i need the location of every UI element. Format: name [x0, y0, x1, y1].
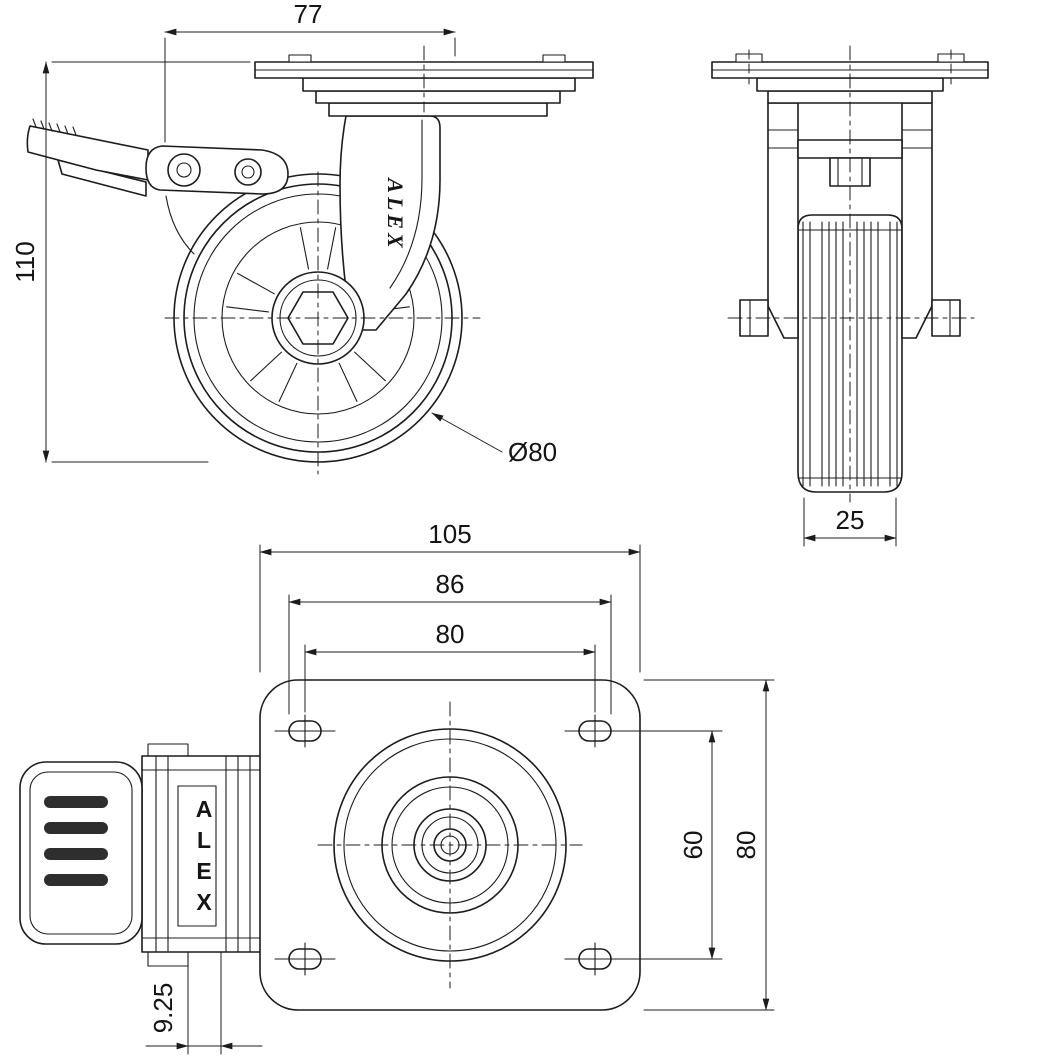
fork-leg-right — [901, 102, 933, 339]
dim-bolt-span-vertical-label: 60 — [678, 831, 708, 860]
fork-brand-label: ALEX — [383, 178, 408, 252]
bolt-slots — [274, 714, 626, 976]
wheel-tread-lines — [802, 221, 898, 487]
dim-plate-width: 80 — [643, 679, 775, 1011]
dim-plate-width-label: 80 — [731, 831, 761, 860]
dim-top-width: 77 — [164, 0, 456, 143]
dim-bolt-span-vertical: 60 — [613, 730, 723, 960]
brake-lever-assembly — [26, 118, 289, 255]
brake-spring — [165, 195, 195, 255]
plate-bolt-right — [542, 54, 566, 63]
side-centerlines — [164, 45, 481, 475]
dim-plate-length-label: 105 — [428, 519, 471, 549]
plate-centerlines — [317, 701, 583, 989]
dim-wheel-diameter: Ø80 — [431, 412, 557, 467]
dimensions: 77 110 Ø80 25 105 — [10, 0, 897, 1055]
dim-slot-span-label: 86 — [436, 569, 465, 599]
brake-lever — [26, 125, 149, 181]
pedal-grip-slots — [44, 796, 108, 886]
dim-pedal-offset-label: 9.25 — [148, 983, 178, 1034]
dim-bolt-span: 80 — [304, 619, 596, 713]
dim-wheel-width-label: 25 — [836, 505, 865, 535]
side-view — [26, 45, 594, 475]
front-view — [711, 45, 989, 503]
pedal-brand-strip — [177, 785, 217, 927]
front-centerlines — [727, 45, 975, 503]
dim-overall-height: 110 — [10, 61, 251, 463]
plate-view — [19, 679, 641, 1011]
dim-wheel-width: 25 — [803, 497, 897, 547]
dim-slot-span: 86 — [288, 569, 612, 715]
dim-top-width-label: 77 — [294, 0, 323, 29]
dim-pedal-offset: 9.25 — [145, 951, 263, 1055]
fork-leg-left — [767, 102, 799, 339]
dim-wheel-diameter-label: Ø80 — [508, 437, 557, 467]
dim-bolt-span-label: 80 — [436, 619, 465, 649]
side-fork — [339, 115, 441, 331]
lever-serrations — [32, 118, 77, 136]
dim-overall-height-label: 110 — [10, 241, 40, 282]
dim-plate-length: 105 — [259, 519, 641, 673]
pedal-brand-label: ALEX — [191, 796, 217, 920]
plate-bolt-left — [288, 54, 312, 63]
brake-pedal — [19, 743, 263, 967]
